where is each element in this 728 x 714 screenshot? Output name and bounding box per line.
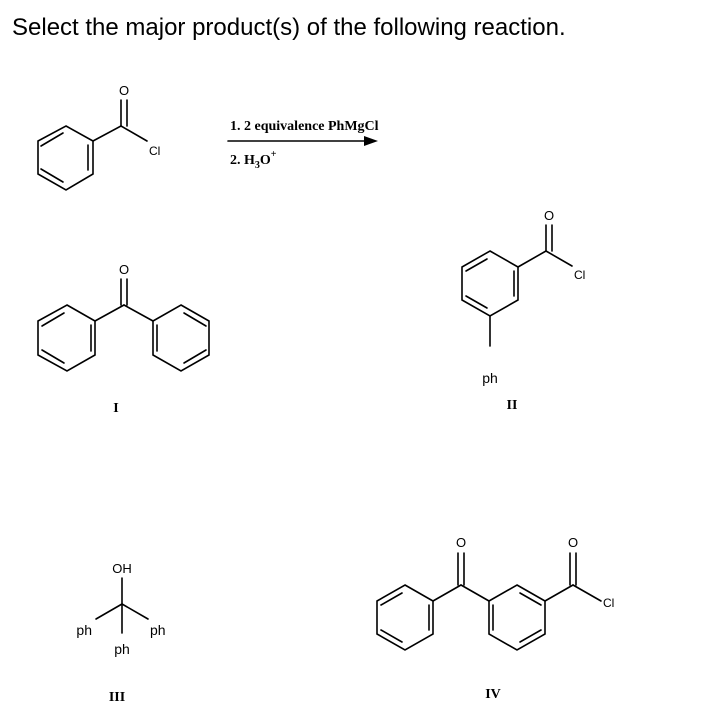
product-II-phenyl-label: ph: [482, 370, 498, 386]
product-I-structure: [37, 278, 210, 372]
product-IV-chlorine-label: Cl: [603, 596, 614, 610]
choice-label-II: II: [507, 398, 518, 413]
product-II-chlorine-label: Cl: [574, 268, 585, 282]
reactant-oxygen-label: O: [119, 83, 129, 98]
reactant-chlorine-label: Cl: [149, 144, 160, 158]
product-III-phenyl-right-label: ph: [150, 622, 166, 638]
product-III-phenyl-bottom-label: ph: [114, 641, 130, 657]
product-III-hydroxyl-label: OH: [112, 561, 132, 576]
choice-label-I: I: [113, 401, 118, 416]
question-text: Select the major product(s) of the follo…: [12, 14, 566, 41]
product-II-structure: [461, 224, 573, 347]
reagent-step-1: 1. 2 equivalence PhMgCl: [230, 119, 379, 134]
choice-label-IV: IV: [485, 687, 501, 702]
product-IV-structure: [376, 552, 602, 651]
reagent-step-2: 2. H3O+: [230, 149, 277, 171]
product-IV-ketone-oxygen-label: O: [456, 535, 466, 550]
product-IV-acyl-oxygen-label: O: [568, 535, 578, 550]
product-II-oxygen-label: O: [544, 208, 554, 223]
choice-label-III: III: [109, 690, 125, 705]
reaction-arrow: [227, 136, 378, 146]
product-III-structure: [95, 577, 149, 634]
reactant-benzoyl-chloride: [37, 99, 148, 191]
product-III-phenyl-left-label: ph: [76, 622, 92, 638]
product-I-oxygen-label: O: [119, 262, 129, 277]
